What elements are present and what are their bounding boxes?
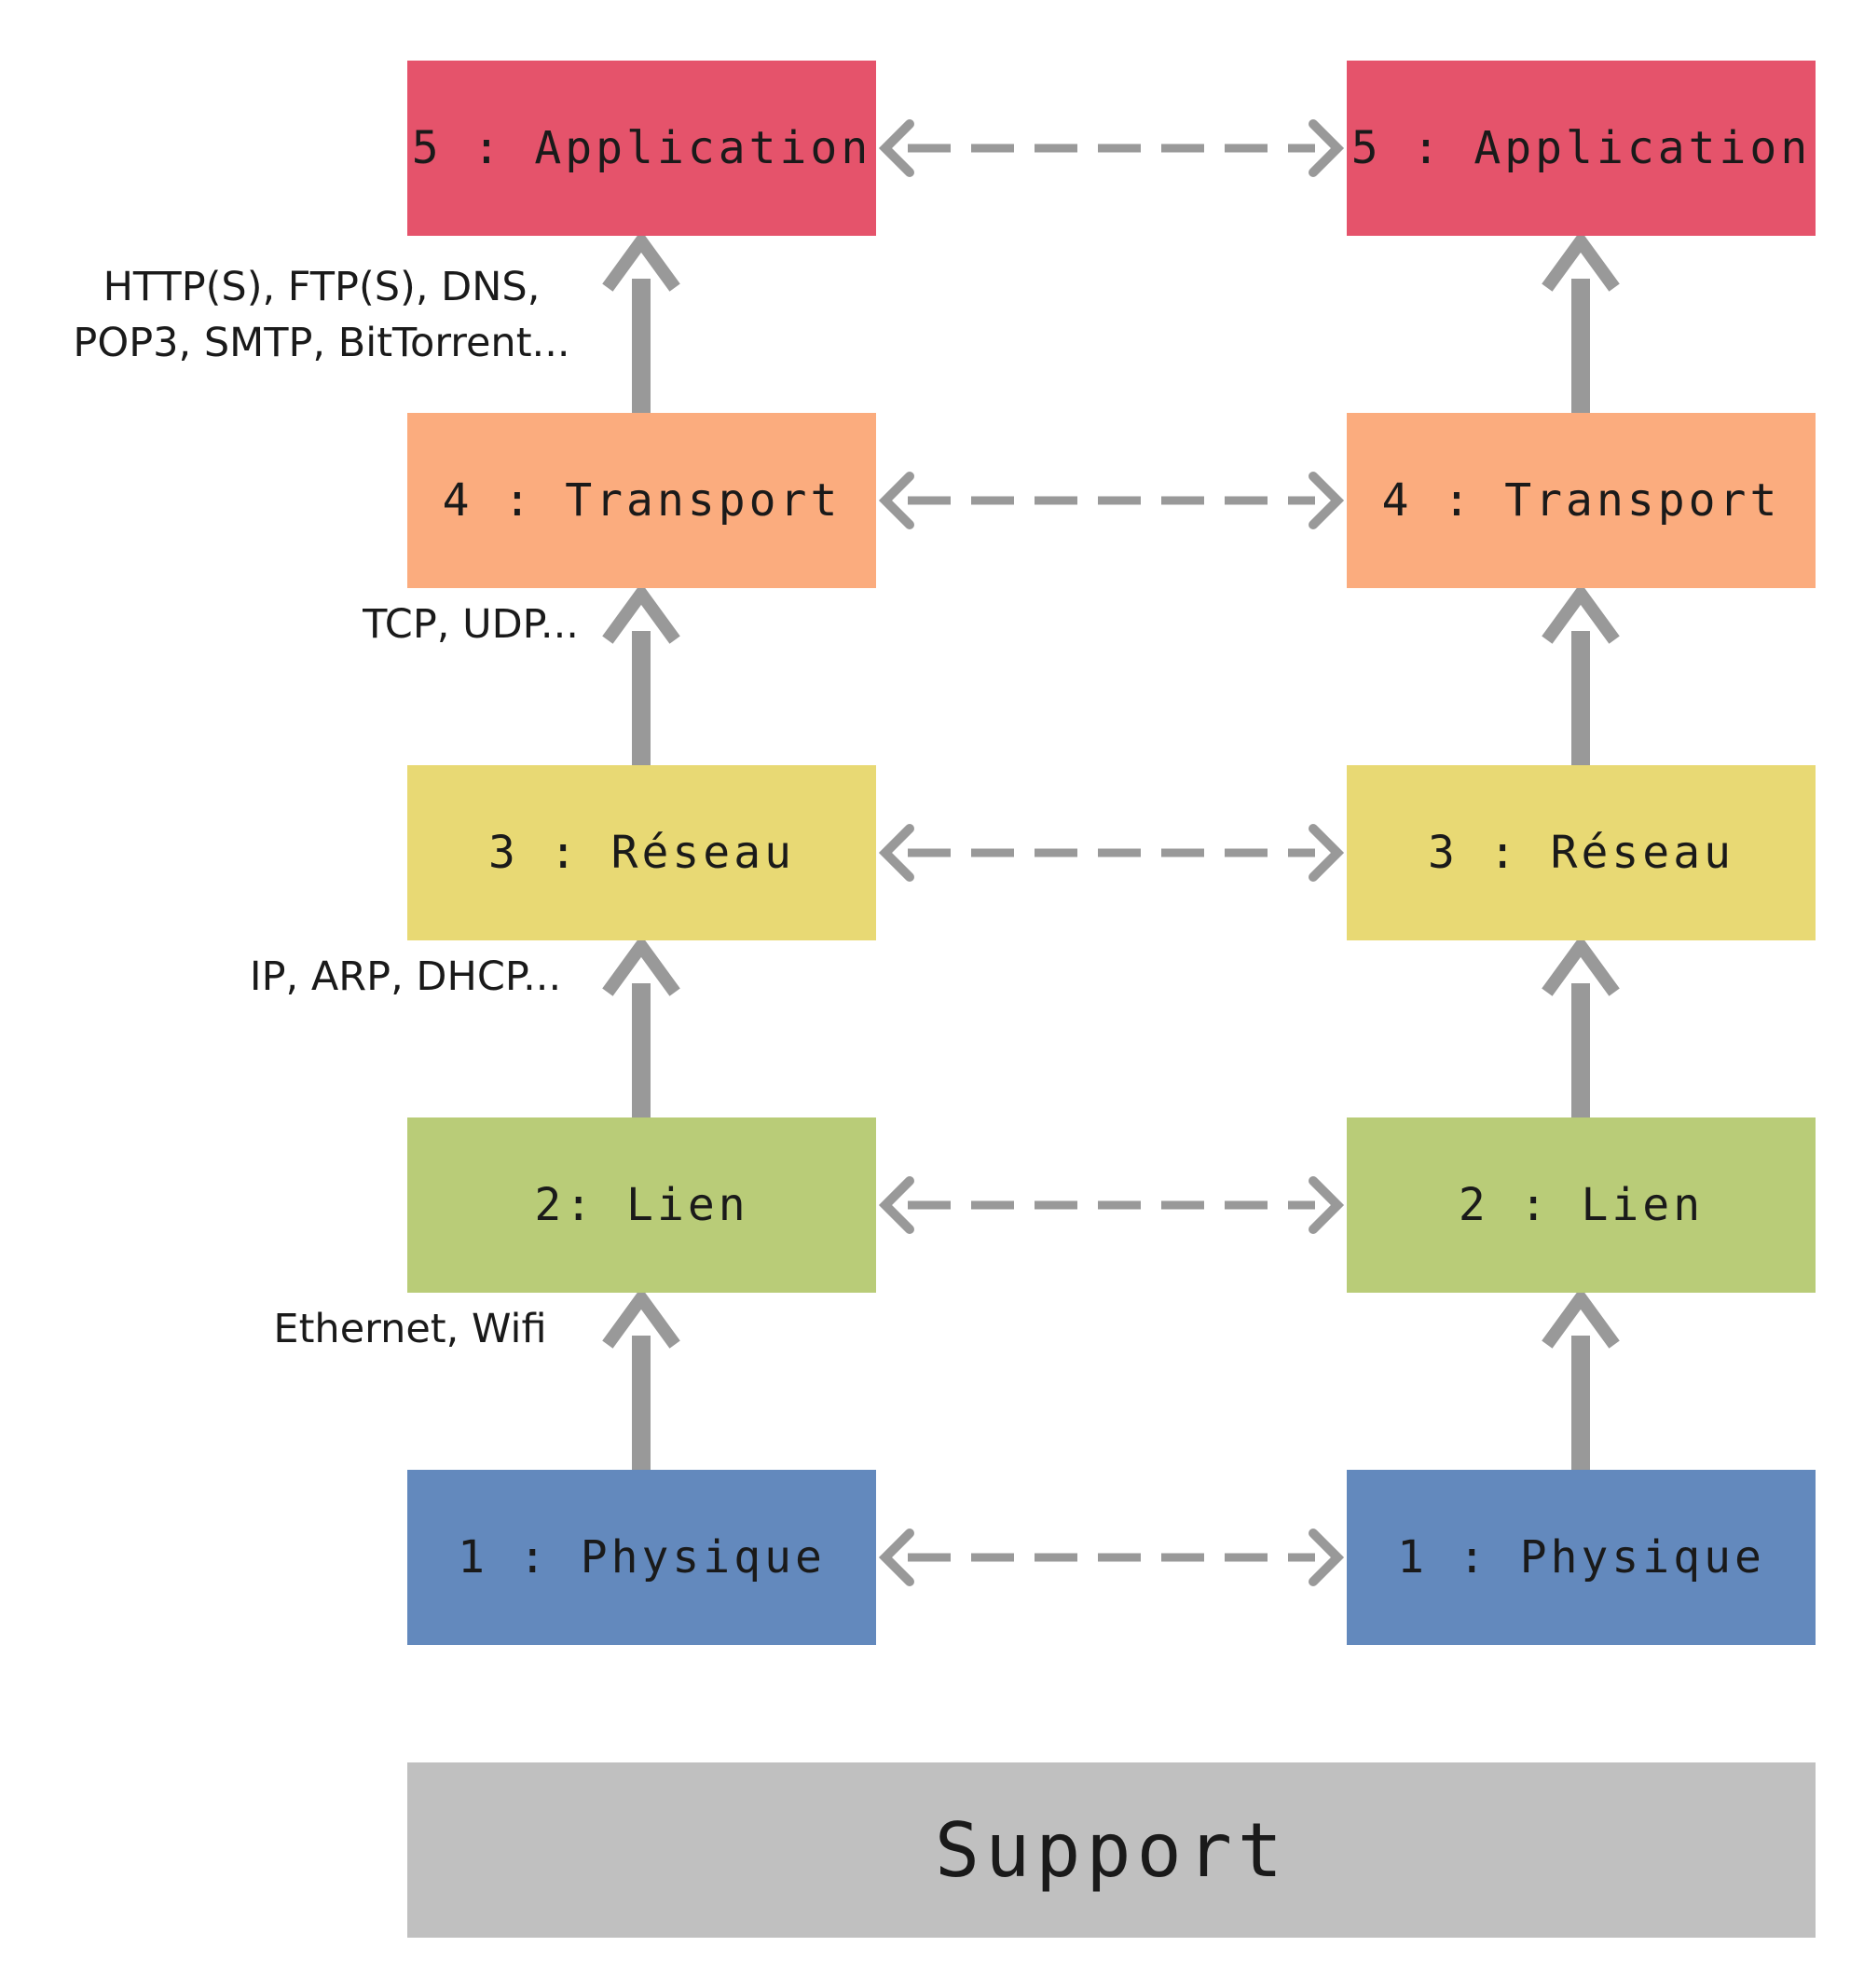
right-up-arrow-reseau-to-transport	[1542, 583, 1620, 765]
protocols-transport: TCP, UDP...	[363, 601, 579, 648]
right-layer-application: 5 : Application	[1347, 61, 1816, 236]
right-layer-lien: 2 : Lien	[1347, 1117, 1816, 1293]
left-layer-application: 5 : Application	[407, 61, 876, 236]
right-layer-physique: 1 : Physique	[1347, 1470, 1816, 1645]
support-medium: Support	[407, 1762, 1816, 1938]
arrow-head	[1542, 1287, 1620, 1349]
peer-arrow-reseau	[878, 824, 1345, 882]
arrow-head	[1542, 583, 1620, 644]
left-up-arrow-lien-to-reseau	[602, 935, 680, 1117]
right-layer-reseau: 3 : Réseau	[1347, 765, 1816, 940]
protocols-application: HTTP(S), FTP(S), DNS, POP3, SMTP, BitTor…	[73, 264, 570, 366]
arrow-head	[602, 1287, 680, 1349]
left-layer-physique: 1 : Physique	[407, 1470, 876, 1645]
peer-arrow-transport	[878, 472, 1345, 529]
arrow-head-left	[878, 119, 914, 177]
arrow-head-right	[1309, 1529, 1345, 1586]
left-up-arrow-transport-to-application	[602, 230, 680, 413]
arrow-head	[602, 230, 680, 292]
peer-arrow-lien	[878, 1176, 1345, 1234]
right-up-arrow-physique-to-lien	[1542, 1287, 1620, 1470]
left-layer-transport: 4 : Transport	[407, 413, 876, 588]
arrow-head-right	[1309, 1176, 1345, 1234]
arrow-head	[1542, 935, 1620, 996]
arrow-head-right	[1309, 472, 1345, 529]
arrow-head-right	[1309, 824, 1345, 882]
right-up-arrow-lien-to-reseau	[1542, 935, 1620, 1117]
arrow-head	[1542, 230, 1620, 292]
protocols-lien: Ethernet, Wifi	[273, 1306, 547, 1352]
arrow-head-left	[878, 824, 914, 882]
left-layer-reseau: 3 : Réseau	[407, 765, 876, 940]
left-up-arrow-physique-to-lien	[602, 1287, 680, 1470]
arrow-head-left	[878, 1176, 914, 1234]
left-layer-lien: 2: Lien	[407, 1117, 876, 1293]
protocols-reseau: IP, ARP, DHCP...	[249, 953, 562, 1000]
right-up-arrow-transport-to-application	[1542, 230, 1620, 413]
right-layer-transport: 4 : Transport	[1347, 413, 1816, 588]
arrow-head-left	[878, 1529, 914, 1586]
peer-arrow-physique	[878, 1529, 1345, 1586]
arrow-head-right	[1309, 119, 1345, 177]
arrow-head-left	[878, 472, 914, 529]
peer-arrow-application	[878, 119, 1345, 177]
arrow-head	[602, 583, 680, 644]
left-up-arrow-reseau-to-transport	[602, 583, 680, 765]
arrow-head	[602, 935, 680, 996]
